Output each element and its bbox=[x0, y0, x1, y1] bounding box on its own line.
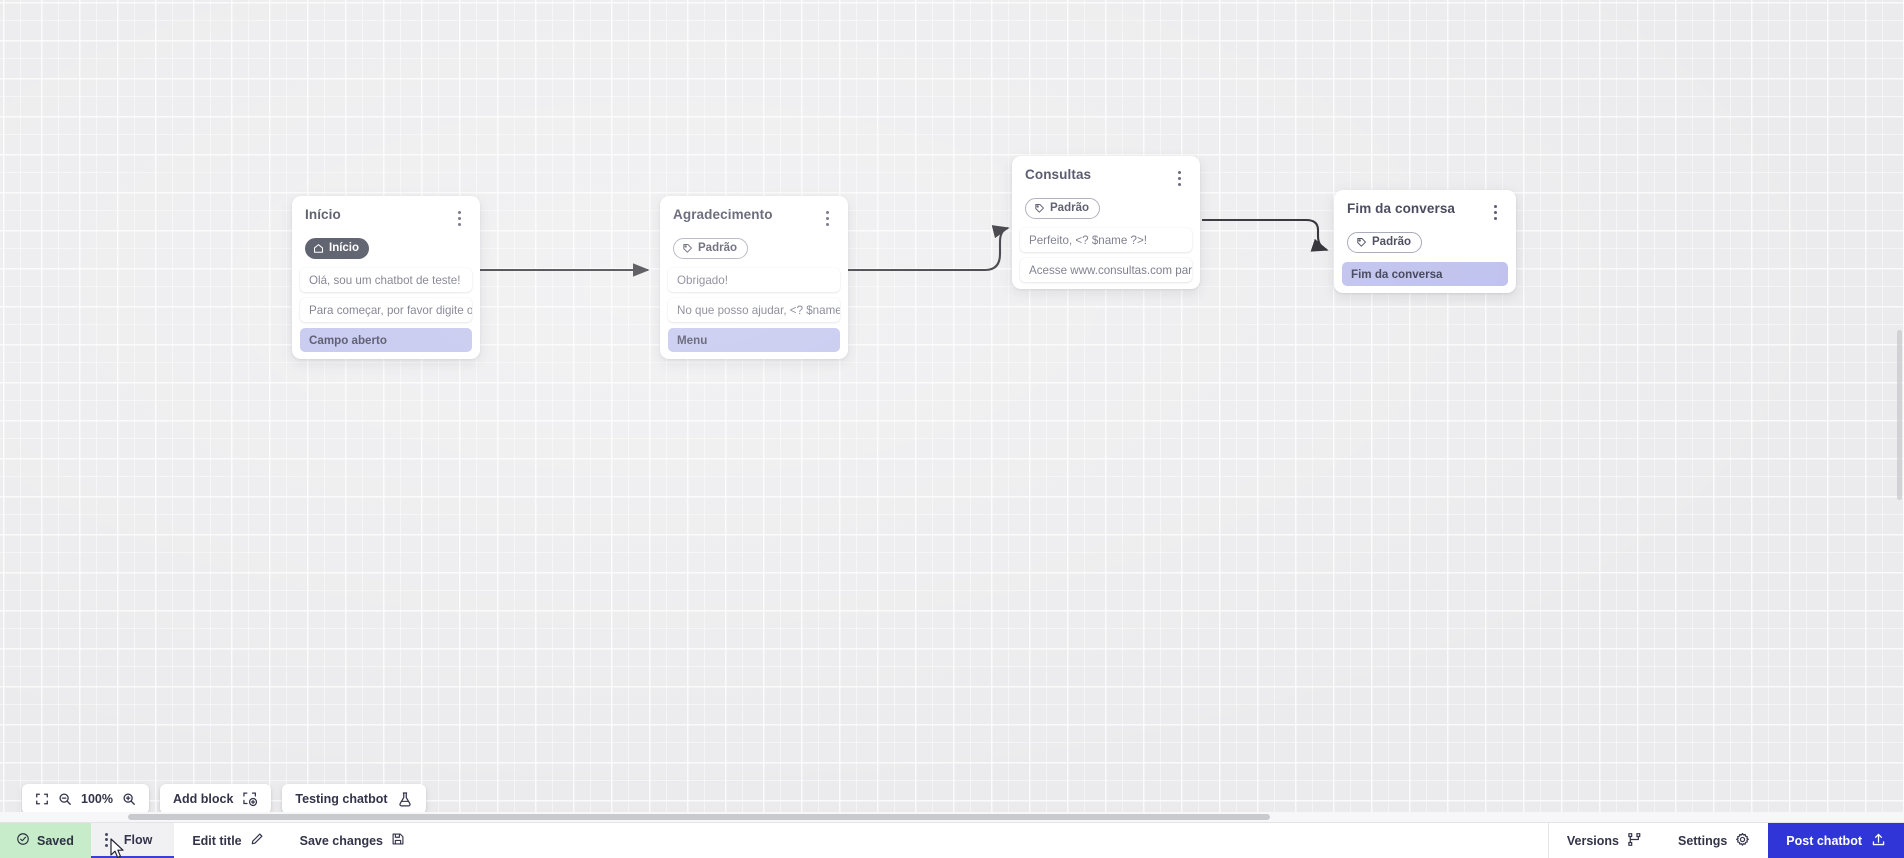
block-badge-label: Padrão bbox=[698, 241, 737, 254]
gear-icon bbox=[1735, 832, 1750, 850]
save-disk-icon bbox=[391, 832, 405, 849]
block-row-message[interactable]: No que posso ajudar, <? $name ... bbox=[668, 298, 840, 322]
tab-flow-label: Flow bbox=[123, 832, 153, 847]
testing-chatbot-label: Testing chatbot bbox=[295, 792, 388, 806]
canvas-toolbar: 100% Add block Testing chatbot bbox=[22, 784, 426, 814]
block-badge-label: Padrão bbox=[1050, 201, 1089, 214]
tag-icon bbox=[1035, 204, 1044, 213]
flow-block-consultas[interactable]: Consultas Padrão Perfeito, <? $name ?>! … bbox=[1012, 156, 1200, 289]
block-badge-row: Padrão bbox=[660, 229, 848, 259]
block-title: Agradecimento bbox=[673, 207, 773, 222]
tag-icon bbox=[683, 244, 692, 253]
statusbar-divider bbox=[1547, 823, 1549, 858]
block-rows: Obrigado! No que posso ajudar, <? $name … bbox=[660, 259, 848, 352]
block-row-message[interactable]: Olá, sou um chatbot de teste! bbox=[300, 268, 472, 292]
block-badge-padrao[interactable]: Padrão bbox=[1025, 198, 1100, 219]
block-badge-label: Início bbox=[329, 241, 360, 254]
edit-title-button[interactable]: Edit title bbox=[174, 823, 281, 858]
block-menu-icon[interactable] bbox=[450, 207, 468, 229]
check-circle-icon bbox=[16, 832, 30, 849]
block-row-action[interactable]: Campo aberto bbox=[300, 328, 472, 352]
block-header: Consultas bbox=[1012, 156, 1200, 189]
block-menu-icon[interactable] bbox=[1170, 167, 1188, 189]
tag-icon bbox=[1357, 238, 1366, 247]
post-chatbot-button[interactable]: Post chatbot bbox=[1768, 823, 1904, 858]
vertical-scrollbar[interactable] bbox=[1895, 0, 1904, 822]
block-row-message[interactable]: Acesse www.consultas.com par... bbox=[1020, 258, 1192, 282]
save-changes-label: Save changes bbox=[299, 833, 384, 848]
add-block-label: Add block bbox=[172, 792, 234, 806]
block-header: Agradecimento bbox=[660, 196, 848, 229]
add-block-icon bbox=[242, 791, 258, 807]
tab-flow[interactable]: Flow bbox=[90, 823, 175, 858]
block-badge-row: Padrão bbox=[1012, 189, 1200, 219]
block-row-message[interactable]: Para começar, por favor digite o ... bbox=[300, 298, 472, 322]
block-rows: Olá, sou um chatbot de teste! Para começ… bbox=[292, 259, 480, 352]
block-row-message[interactable]: Perfeito, <? $name ?>! bbox=[1020, 228, 1192, 252]
upload-icon bbox=[1871, 832, 1886, 850]
block-badge-padrao[interactable]: Padrão bbox=[1347, 232, 1422, 253]
zoom-controls[interactable]: 100% bbox=[22, 784, 149, 814]
block-badge-inicio[interactable]: Início bbox=[305, 238, 370, 259]
kebab-menu-icon[interactable] bbox=[104, 832, 108, 847]
versions-label: Versions bbox=[1566, 833, 1619, 848]
versions-button[interactable]: Versions bbox=[1549, 823, 1660, 858]
zoom-in-icon[interactable] bbox=[122, 792, 136, 806]
settings-label: Settings bbox=[1677, 833, 1728, 848]
block-rows: Perfeito, <? $name ?>! Acesse www.consul… bbox=[1012, 219, 1200, 282]
edge-consultas-fim bbox=[1202, 218, 1329, 252]
pencil-icon bbox=[250, 832, 264, 849]
block-header: Início bbox=[292, 196, 480, 229]
flow-block-inicio[interactable]: Início Início Olá, sou um chatbot de tes… bbox=[292, 196, 480, 359]
block-badge-row: Padrão bbox=[1334, 223, 1516, 253]
block-row-action[interactable]: Menu bbox=[668, 328, 840, 352]
block-row-action[interactable]: Fim da conversa bbox=[1342, 262, 1508, 286]
add-block-button[interactable]: Add block bbox=[159, 784, 272, 814]
block-title: Consultas bbox=[1025, 167, 1092, 182]
flow-canvas[interactable]: Início Início Olá, sou um chatbot de tes… bbox=[0, 0, 1904, 822]
edge-agradecimento-consultas bbox=[848, 225, 1010, 272]
flask-icon bbox=[397, 791, 413, 808]
vertical-scrollbar-thumb[interactable] bbox=[1897, 330, 1902, 500]
saved-label: Saved bbox=[37, 833, 74, 848]
flow-connectors bbox=[480, 218, 1329, 277]
testing-chatbot-button[interactable]: Testing chatbot bbox=[282, 784, 426, 814]
block-badge-padrao[interactable]: Padrão bbox=[673, 238, 748, 259]
block-badge-label: Padrão bbox=[1372, 235, 1411, 248]
bottom-status-bar: Saved Flow Edit title Save changes bbox=[0, 822, 1904, 858]
settings-button[interactable]: Settings bbox=[1660, 823, 1768, 858]
block-menu-icon[interactable] bbox=[1486, 201, 1504, 223]
horizontal-scrollbar[interactable] bbox=[0, 812, 1904, 822]
block-header: Fim da conversa bbox=[1334, 190, 1516, 223]
save-changes-button[interactable]: Save changes bbox=[282, 823, 423, 858]
flow-block-agradecimento[interactable]: Agradecimento Padrão Obrigado! No que po… bbox=[660, 196, 848, 359]
saved-status-badge: Saved bbox=[0, 823, 91, 858]
block-row-message[interactable]: Obrigado! bbox=[668, 268, 840, 292]
flow-block-fim-da-conversa[interactable]: Fim da conversa Padrão Fim da conversa bbox=[1334, 190, 1516, 293]
fit-screen-icon[interactable] bbox=[35, 792, 49, 806]
block-menu-icon[interactable] bbox=[818, 207, 836, 229]
zoom-out-icon[interactable] bbox=[58, 792, 72, 806]
branch-icon bbox=[1627, 832, 1642, 850]
block-title: Início bbox=[305, 207, 341, 222]
statusbar-spacer bbox=[423, 823, 1548, 858]
horizontal-scrollbar-thumb[interactable] bbox=[128, 814, 1270, 820]
home-icon bbox=[313, 244, 324, 253]
block-rows: Fim da conversa bbox=[1334, 253, 1516, 286]
edit-title-label: Edit title bbox=[192, 833, 242, 848]
block-title: Fim da conversa bbox=[1347, 201, 1456, 216]
zoom-level: 100% bbox=[81, 792, 113, 806]
post-chatbot-label: Post chatbot bbox=[1786, 833, 1862, 848]
block-badge-row: Início bbox=[292, 229, 480, 259]
